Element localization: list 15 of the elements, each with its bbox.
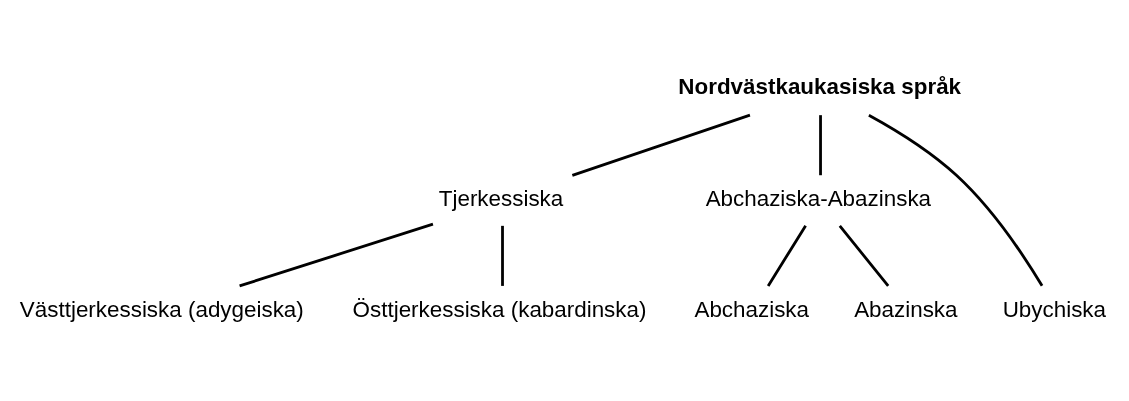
connector [239,222,434,288]
node-text: Nordvästkaukasiska språk [678,73,962,99]
node-text: Abchaziska-Abazinska [705,185,932,211]
node-text: Västtjerkessiska (adygeiska) [19,296,304,322]
connector [819,115,822,176]
connector [868,114,1044,287]
node-text: Abchaziska [694,296,810,322]
connector [501,225,504,286]
node-text: Abazinska [854,296,958,322]
connector [571,113,751,177]
node-text: Östtjerkessiska (kabardinska) [352,296,647,322]
node-text: Tjerkessiska [438,185,564,211]
connector [766,225,807,287]
connector [838,224,890,287]
node-text: Ubychiska [1002,296,1107,322]
